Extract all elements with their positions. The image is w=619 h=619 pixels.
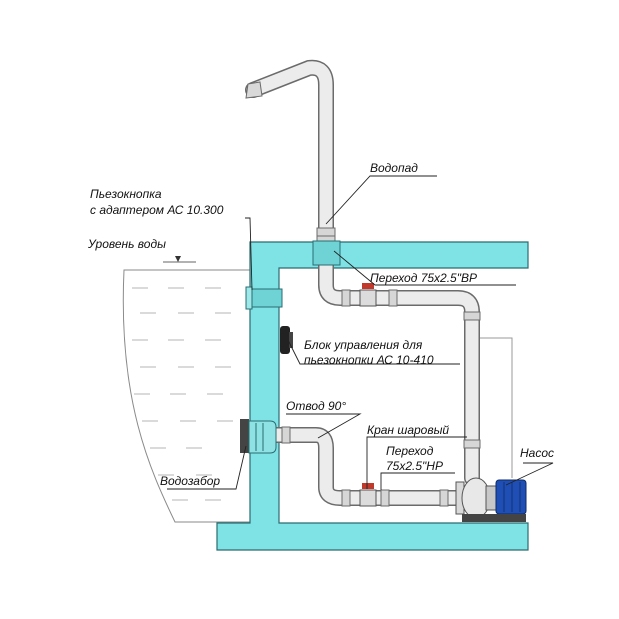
pool-water xyxy=(122,269,251,523)
water-dashes xyxy=(132,287,233,501)
pipe-system xyxy=(245,59,480,506)
control-unit-icon xyxy=(280,326,293,354)
label-piezo-button: Пьезокнопка xyxy=(90,187,162,201)
label-adapter-top: Переход 75x2.5"ВР xyxy=(370,271,477,285)
ball-valve-top xyxy=(359,283,377,307)
water-intake-icon xyxy=(240,419,277,454)
water-level-mark xyxy=(163,256,196,263)
leader-lines xyxy=(167,175,554,490)
label-control-unit-line2: пьезокнопки АС 10-410 xyxy=(304,353,434,367)
pump-icon xyxy=(455,477,527,522)
piezo-button-icon xyxy=(245,286,283,310)
label-ball-valve: Кран шаровый xyxy=(367,423,449,437)
top-adapter xyxy=(312,240,341,266)
pipe-couplings xyxy=(281,227,481,507)
label-intake: Водозабор xyxy=(160,474,220,488)
waterfall-nozzle xyxy=(245,81,263,99)
label-piezo-adapter: с адаптером АС 10.300 xyxy=(90,203,224,217)
label-adapter-bottom-line2: 75x2.5"НР xyxy=(386,459,443,473)
label-waterfall: Водопад xyxy=(370,161,418,175)
label-control-unit-line1: Блок управления для xyxy=(304,338,423,352)
label-elbow: Отвод 90° xyxy=(286,399,346,413)
label-adapter-bottom-line1: Переход xyxy=(386,444,434,458)
ball-valve-bottom xyxy=(359,483,377,507)
label-pump: Насос xyxy=(520,446,554,460)
label-water-level: Уровень воды xyxy=(87,237,166,251)
pump-bypass-line xyxy=(468,337,513,478)
pool-wall xyxy=(216,241,529,551)
